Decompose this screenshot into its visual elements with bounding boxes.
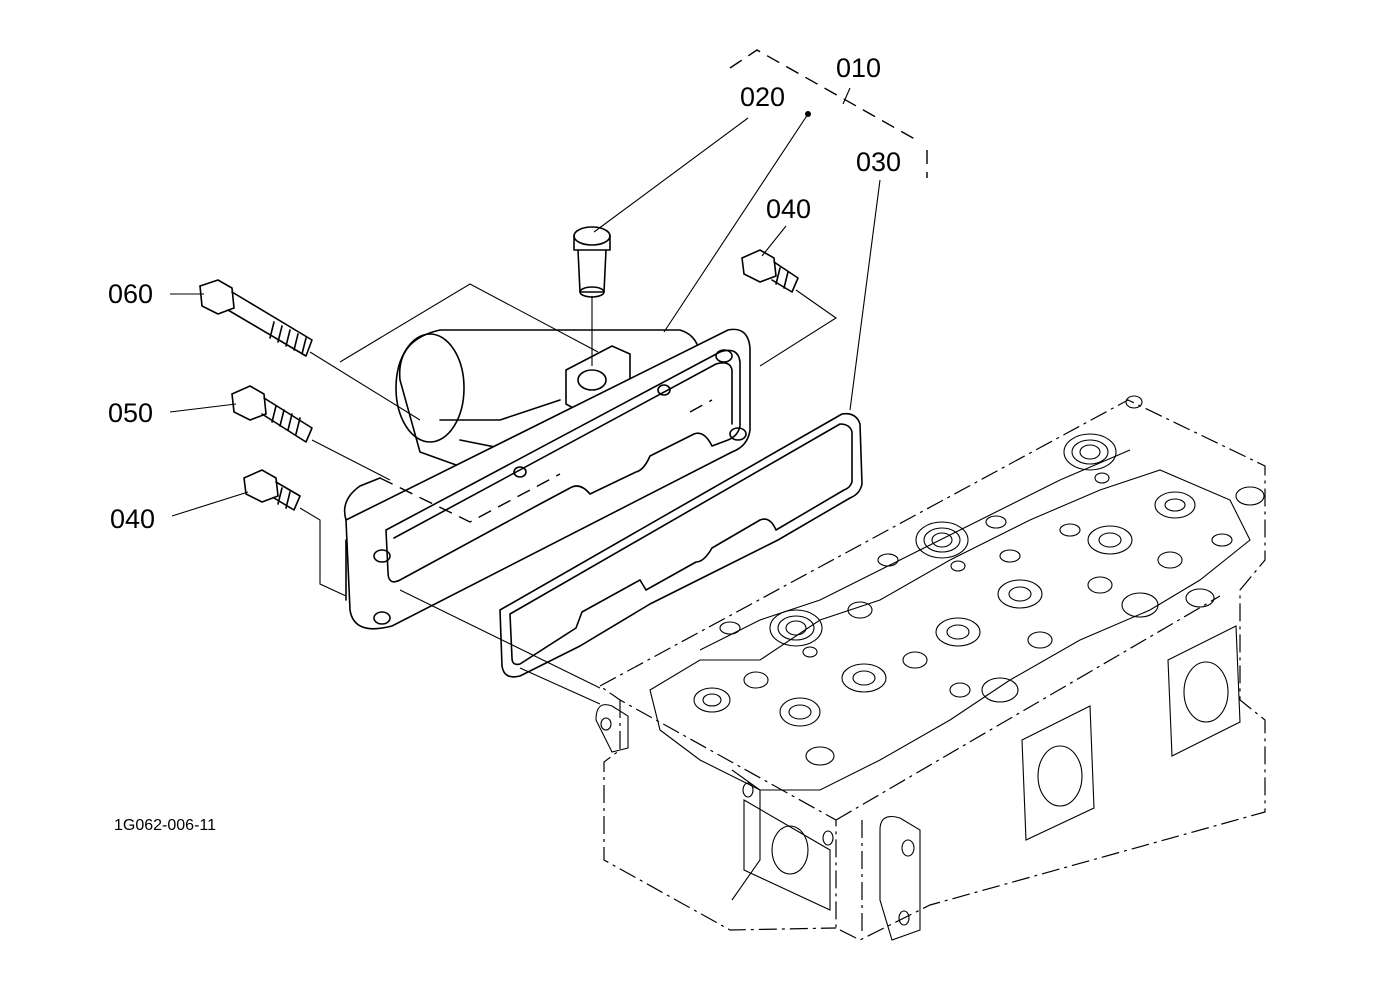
part-label-030: 030 (856, 147, 901, 177)
gasket-030 (499, 412, 863, 678)
leader-lines (169, 111, 881, 517)
part-label-040-lower: 040 (110, 504, 155, 534)
cylinder-head (595, 395, 1266, 941)
part-label-060: 060 (108, 279, 153, 309)
thermostat-housing-020 (343, 328, 751, 630)
bolt-040-upper (741, 249, 799, 293)
bolt-060 (199, 279, 313, 357)
part-label-020: 020 (740, 82, 785, 112)
part-label-050: 050 (108, 398, 153, 428)
figure-code: 1G062-006-11 (114, 817, 216, 834)
assembly-lines (299, 283, 837, 705)
part-label-040-upper: 040 (766, 194, 811, 224)
assembly-bracket-010 (729, 49, 928, 178)
bolt-050 (231, 385, 313, 443)
part-label-010: 010 (836, 53, 881, 83)
bolt-040-lower (243, 469, 301, 511)
union-plug (573, 226, 611, 298)
